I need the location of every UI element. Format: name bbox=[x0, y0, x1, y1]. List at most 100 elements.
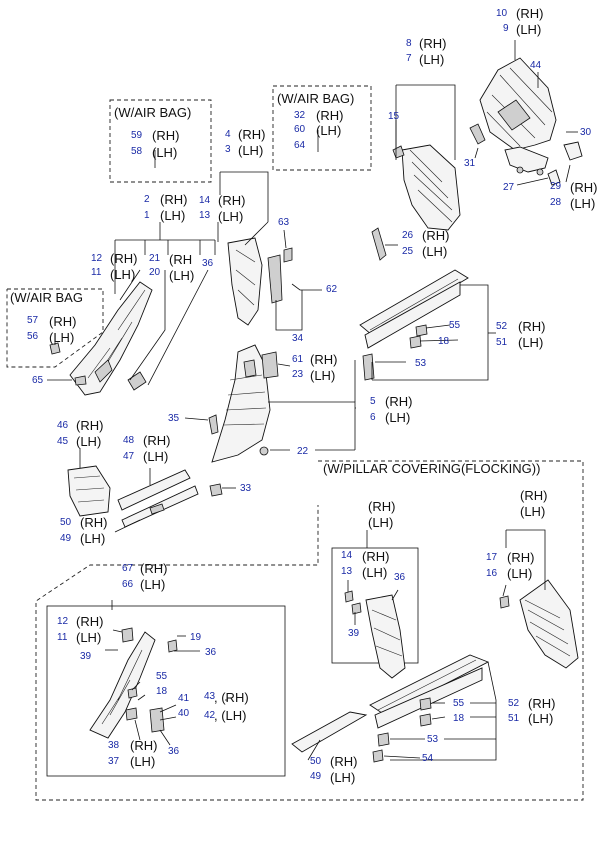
bolt-26-part bbox=[371, 227, 387, 261]
rh-label: (RH) bbox=[362, 549, 389, 564]
lh-label: (LH) bbox=[507, 566, 532, 581]
rh-label: (RH) bbox=[76, 418, 103, 433]
callout-number: 11 bbox=[57, 632, 68, 643]
callout-number: 63 bbox=[278, 217, 290, 228]
callout-number: 39 bbox=[80, 651, 92, 662]
header-w-air-bag-center: (W/AIR BAG) bbox=[277, 91, 354, 106]
callout-number: 31 bbox=[464, 158, 476, 169]
lh-label: (LH) bbox=[520, 504, 545, 519]
callout-number: 30 bbox=[580, 127, 592, 138]
side-labels: (RH) (LH) (RH) (LH) (RH) (LH) (RH) (LH) … bbox=[49, 6, 597, 785]
callout-number: 61 bbox=[292, 354, 304, 365]
clip-19-part bbox=[167, 639, 178, 653]
lh-label: (LH) bbox=[419, 52, 444, 67]
callout-number: 56 bbox=[27, 331, 39, 342]
clip-22-part bbox=[259, 446, 269, 456]
rh-label: (RH) bbox=[143, 433, 170, 448]
callout-number: 11 bbox=[91, 267, 102, 278]
callout-number: 8 bbox=[406, 38, 412, 49]
callout-number: 65 bbox=[32, 375, 44, 386]
leader-lines bbox=[47, 40, 578, 761]
callout-number: 41 bbox=[178, 693, 190, 704]
rh-label: (RH) bbox=[520, 488, 547, 503]
callout-number: 64 bbox=[294, 140, 306, 151]
lh-label: (LH) bbox=[49, 330, 74, 345]
callout-number: 49 bbox=[60, 533, 72, 544]
rh-label: (RH) bbox=[110, 251, 137, 266]
lh-comma-label: , (LH) bbox=[214, 708, 247, 723]
rh-label: (RH) bbox=[368, 499, 395, 514]
callout-number: 62 bbox=[326, 284, 338, 295]
rh-label: (RH) bbox=[218, 193, 245, 208]
clip-20-part bbox=[127, 371, 147, 391]
callout-number: 46 bbox=[57, 420, 69, 431]
callout-number: 27 bbox=[503, 182, 515, 193]
callout-number: 38 bbox=[108, 740, 120, 751]
b-pillar-lower-trim-part bbox=[211, 344, 271, 463]
callout-number: 53 bbox=[415, 358, 427, 369]
callout-number: 58 bbox=[131, 146, 143, 157]
rear-pillar-trim-part bbox=[479, 57, 557, 151]
callout-number: 26 bbox=[402, 230, 414, 241]
belt-guide-34-part bbox=[267, 254, 283, 304]
callout-number: 36 bbox=[202, 258, 214, 269]
callout-number: 44 bbox=[530, 60, 542, 71]
screw-31-part bbox=[469, 123, 486, 145]
kick-panel-part bbox=[67, 465, 111, 517]
lh-label: (LH) bbox=[330, 770, 355, 785]
callout-number: 40 bbox=[178, 708, 190, 719]
lh-label: (LH) bbox=[76, 630, 101, 645]
callout-number: 9 bbox=[503, 23, 509, 34]
rh-label: (RH) bbox=[76, 614, 103, 629]
scuff-plate-right-part bbox=[359, 269, 469, 349]
rh-label: (RH) bbox=[152, 128, 179, 143]
callout-number: 55 bbox=[156, 671, 168, 682]
callout-number: 13 bbox=[199, 210, 211, 221]
clip-12b-part bbox=[121, 627, 134, 643]
rh-open-label: (RH bbox=[169, 252, 192, 267]
rear-pillar-flocking-part bbox=[519, 579, 579, 669]
callout-number: 18 bbox=[156, 686, 168, 697]
lh-label: (LH) bbox=[368, 515, 393, 530]
rh-label: (RH) bbox=[140, 561, 167, 576]
header-w-air-bag-side: (W/AIR BAG bbox=[10, 290, 83, 305]
center-pillar-flocking-part bbox=[365, 594, 406, 679]
callout-number: 50 bbox=[60, 517, 72, 528]
callout-number: 47 bbox=[123, 451, 135, 462]
callout-number: 39 bbox=[348, 628, 360, 639]
lh-label: (LH) bbox=[362, 565, 387, 580]
callout-number: 45 bbox=[57, 436, 69, 447]
callout-number: 55 bbox=[449, 320, 461, 331]
callout-number: 10 bbox=[496, 8, 508, 19]
subassembly-box-bottom-center bbox=[331, 547, 419, 664]
clip-53c-part bbox=[377, 732, 390, 747]
rh-label: (RH) bbox=[507, 550, 534, 565]
lh-label: (LH) bbox=[518, 335, 543, 350]
pillar-bracket-part bbox=[504, 146, 549, 176]
header-w-air-bag-left: (W/AIR BAG) bbox=[114, 105, 191, 120]
callout-number: 18 bbox=[453, 713, 465, 724]
subassembly-box-bottom-left bbox=[46, 605, 286, 777]
lh-label: (LH) bbox=[310, 368, 335, 383]
callout-number: 35 bbox=[168, 413, 180, 424]
callout-number: 51 bbox=[496, 337, 508, 348]
lh-label: (LH) bbox=[143, 449, 168, 464]
rh-label: (RH) bbox=[422, 228, 449, 243]
callout-number: 14 bbox=[199, 195, 211, 206]
callout-number: 14 bbox=[341, 550, 353, 561]
callout-number: 54 bbox=[422, 753, 434, 764]
callout-number: 12 bbox=[91, 253, 103, 264]
lh-label: (LH) bbox=[238, 143, 263, 158]
rh-label: (RH) bbox=[316, 108, 343, 123]
callout-number: 17 bbox=[486, 552, 498, 563]
rh-label: (RH) bbox=[49, 314, 76, 329]
callout-number: 36 bbox=[394, 572, 406, 583]
callout-number: 15 bbox=[388, 111, 400, 122]
lh-label: (LH) bbox=[316, 123, 341, 138]
callout-number: 13 bbox=[341, 566, 353, 577]
callout-number: 49 bbox=[310, 771, 322, 782]
rh-comma-label: , (RH) bbox=[214, 690, 249, 705]
callout-number: 59 bbox=[131, 130, 143, 141]
callout-number: 19 bbox=[190, 632, 202, 643]
